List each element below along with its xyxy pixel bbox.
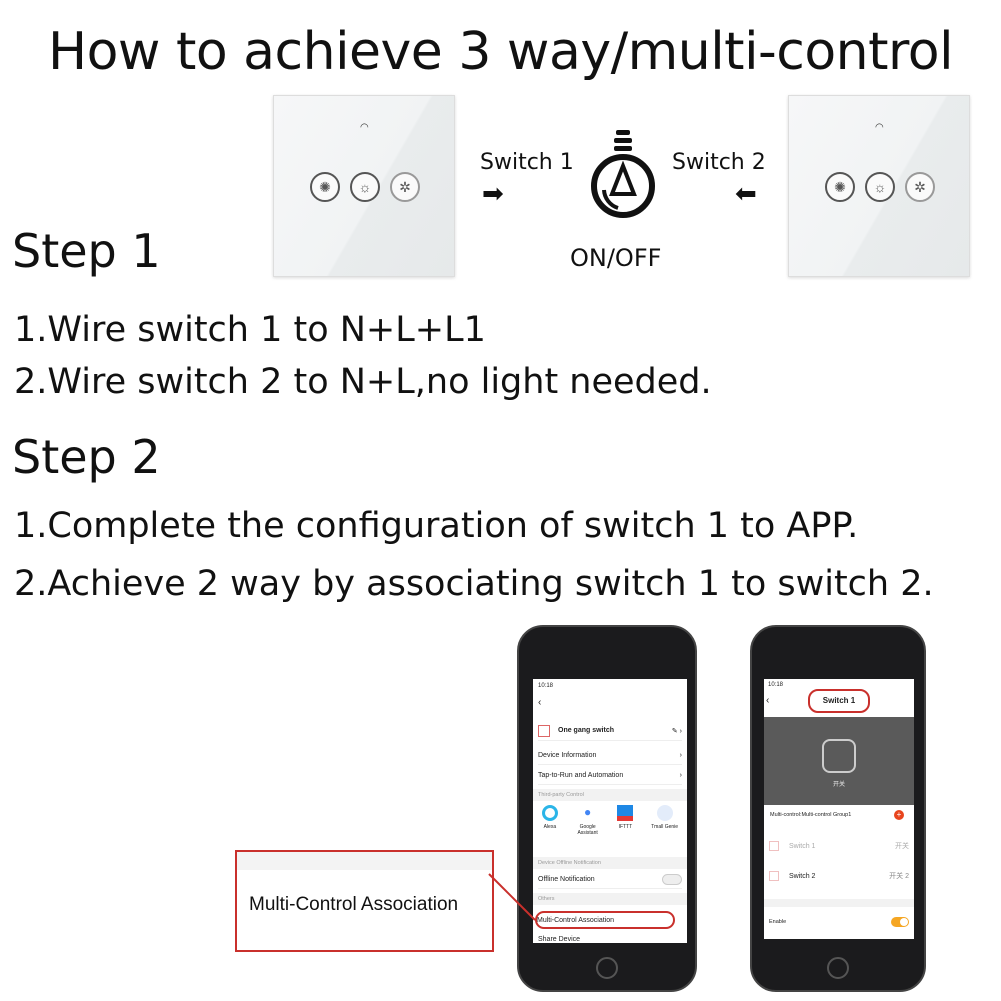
phone2-screen: 10:18 ‹ Switch 1 开关 Multi-control:Multi-…: [764, 679, 914, 939]
item-name: Switch 2: [789, 872, 816, 880]
step1-heading: Step 1: [12, 224, 161, 278]
item-value: 开关: [895, 843, 909, 850]
tap-to-run-row[interactable]: Tap-to-Run and Automation›: [538, 767, 682, 785]
section-offline: Device Offline Notification: [533, 857, 687, 869]
home-button[interactable]: [596, 957, 618, 979]
switch1-label: Switch 1: [480, 150, 574, 175]
row-label: Device Information: [538, 752, 597, 759]
enable-row: Enable: [769, 913, 909, 931]
section-third-party: Third-party Control: [533, 789, 687, 801]
add-icon[interactable]: +: [894, 810, 904, 820]
callout-pointer: [488, 873, 536, 921]
step1-line: 1.Wire switch 1 to N+L+L1: [14, 310, 486, 350]
group-label: Multi-control:Multi-control Group1: [770, 812, 852, 818]
service-google[interactable]: ●Google Assistant: [577, 805, 598, 836]
home-button[interactable]: [827, 957, 849, 979]
item-value: 开关 2: [889, 873, 909, 880]
device-name: One gang switch: [558, 727, 615, 734]
item-name: Switch 1: [789, 842, 816, 850]
dim-icon: ✲: [905, 172, 935, 202]
device-caption: 开关: [832, 782, 845, 788]
callout-box: Multi-Control Association: [235, 850, 494, 952]
step2-heading: Step 2: [12, 430, 161, 484]
status-time: 10:18: [538, 683, 554, 689]
row-label: Multi-Control Association: [537, 916, 615, 924]
bulb-icon: ☼: [350, 172, 380, 202]
light-bulb-icon: [591, 130, 655, 218]
row-label: Offline Notification: [538, 876, 595, 883]
service-alexa[interactable]: Alexa: [541, 805, 558, 836]
enable-label: Enable: [769, 919, 787, 925]
wifi-icon: ◠: [360, 122, 369, 133]
row-label: Share Device: [538, 936, 581, 943]
group-item[interactable]: Switch 2 开关 2: [769, 867, 909, 885]
row-label: Tap-to-Run and Automation: [538, 772, 624, 779]
arrow-right-icon: ➡: [482, 178, 504, 208]
enable-toggle[interactable]: [891, 917, 909, 927]
switch-device-icon: [822, 739, 856, 773]
phone1-screen: 10:18 ‹ One gang switch ✎ › Device Inform…: [533, 679, 687, 943]
wall-switch-1-image: ◠ ✺ ☼ ✲: [273, 95, 455, 277]
edit-icon[interactable]: ✎ ›: [671, 727, 682, 735]
device-header: 开关: [764, 717, 914, 805]
service-ifttt[interactable]: IFTTT: [617, 805, 634, 836]
screen-title: Switch 1: [808, 689, 870, 713]
group-item[interactable]: Switch 1 开关: [769, 837, 909, 855]
service-tmall[interactable]: Tmall Genie: [651, 805, 678, 836]
callout-text: Multi-Control Association: [249, 894, 459, 915]
page-title: How to achieve 3 way/multi-control: [47, 22, 954, 82]
section-others: Others: [533, 893, 687, 905]
services-list: Alexa ●Google Assistant IFTTT Tmall Geni…: [533, 805, 687, 836]
arrow-left-icon: ⬅: [735, 178, 757, 208]
device-information-row[interactable]: Device Information›: [538, 747, 682, 765]
device-row[interactable]: One gang switch ✎ ›: [538, 721, 682, 741]
multi-control-association-row[interactable]: Multi-Control Association: [535, 911, 675, 929]
wall-switch-2-image: ◠ ✺ ☼ ✲: [788, 95, 970, 277]
dimmer-icon: ✺: [825, 172, 855, 202]
phone-1: 10:18 ‹ One gang switch ✎ › Device Inform…: [517, 625, 697, 992]
step1-line: 2.Wire switch 2 to N+L,no light needed.: [14, 362, 712, 402]
offline-notification-row: Offline Notification: [538, 871, 682, 889]
share-device-row[interactable]: Share Device: [538, 931, 682, 943]
phone-2: 10:18 ‹ Switch 1 开关 Multi-control:Multi-…: [750, 625, 926, 992]
offline-toggle[interactable]: [662, 874, 682, 885]
dimmer-icon: ✺: [310, 172, 340, 202]
step2-line: 2.Achieve 2 way by associating switch 1 …: [14, 564, 934, 604]
status-time: 10:18: [768, 682, 784, 688]
back-icon[interactable]: ‹: [766, 695, 770, 706]
dim-icon: ✲: [390, 172, 420, 202]
switch2-label: Switch 2: [672, 150, 766, 175]
bulb-icon: ☼: [865, 172, 895, 202]
back-icon[interactable]: ‹: [538, 697, 542, 708]
switch-device-icon: [538, 724, 550, 737]
on-off-label: ON/OFF: [570, 244, 662, 272]
step2-line: 1.Complete the configuration of switch 1…: [14, 506, 859, 546]
wifi-icon: ◠: [875, 122, 884, 133]
